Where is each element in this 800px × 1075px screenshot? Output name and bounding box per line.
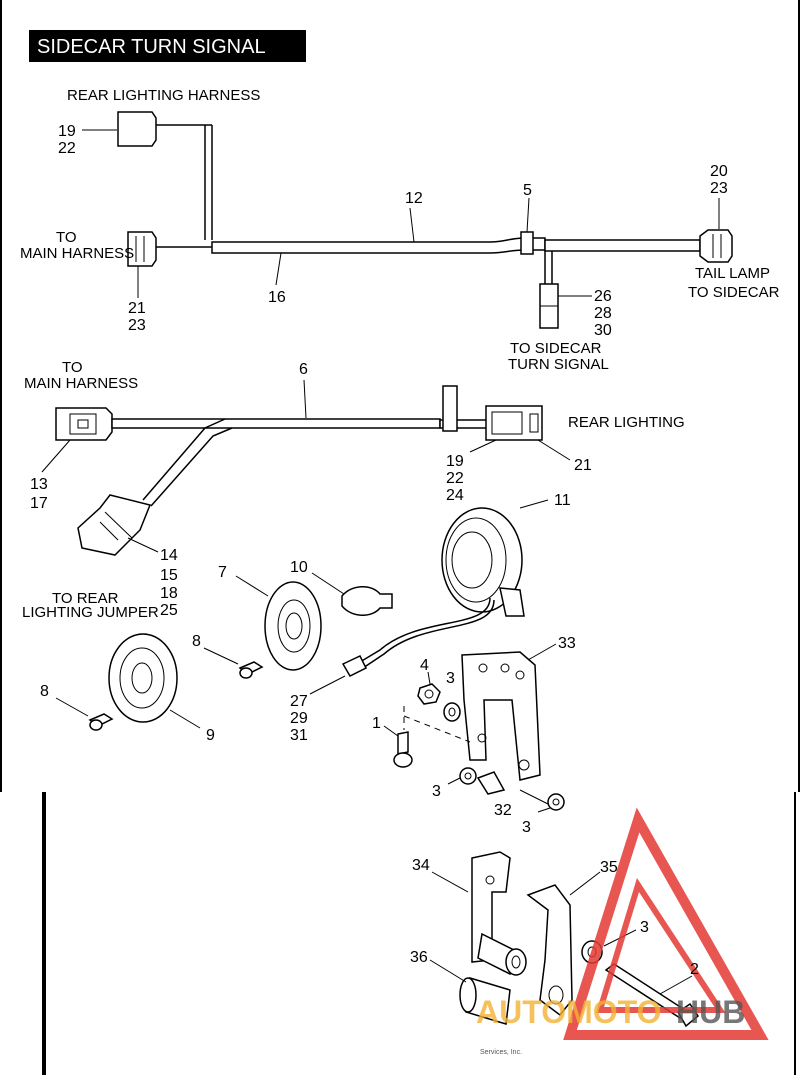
main-harness-connector-13 — [55, 407, 113, 441]
callout-20: 20 — [710, 163, 728, 180]
callout-22b: 22 — [446, 470, 464, 487]
washer-3a — [443, 702, 461, 722]
title-banner: SIDECAR TURN SIGNAL — [29, 30, 306, 62]
callout-24: 24 — [446, 487, 464, 504]
callout-22: 22 — [58, 140, 76, 157]
cable-strap — [442, 385, 458, 432]
callout-26: 26 — [594, 288, 612, 305]
lamp-assembly — [55, 499, 549, 731]
callout-27: 27 — [290, 693, 308, 710]
callout-23: 23 — [710, 180, 728, 197]
main-harness-connector — [127, 231, 157, 267]
nut-4 — [417, 683, 441, 705]
label-to-rear-jumper-a: TO REAR — [52, 590, 119, 607]
callout-3b: 3 — [432, 783, 441, 800]
watermark-text: AUTOMOTO HUB — [476, 994, 745, 1030]
watermark-hub: HUB — [676, 994, 745, 1030]
watermark-logo — [563, 807, 769, 1040]
bracket-35 — [526, 884, 573, 1017]
callout-32: 32 — [494, 802, 512, 819]
rear-jumper-connector-14 — [77, 494, 152, 556]
tail-lamp-connector — [699, 229, 733, 263]
harness-connector-19 — [117, 111, 157, 147]
callout-14: 14 — [160, 547, 178, 564]
callout-17: 17 — [30, 495, 48, 512]
callout-25: 25 — [160, 602, 178, 619]
label-to-sidecar-turn-b: TURN SIGNAL — [508, 356, 609, 373]
callout-29: 29 — [290, 710, 308, 727]
bulb-10 — [341, 586, 393, 616]
label-to-sidecar-turn-a: TO SIDECAR — [510, 340, 602, 357]
callout-8b: 8 — [40, 683, 49, 700]
label-to-main-harness-b: MAIN HARNESS — [20, 245, 134, 262]
label-to-rear-jumper-b: LIGHTING JUMPER — [22, 604, 159, 621]
lamp-connector-27 — [341, 655, 368, 677]
callout-31: 31 — [290, 727, 308, 744]
harness-cable-6 — [111, 418, 441, 429]
bracket-assembly-33 — [383, 643, 565, 813]
washer-3b — [459, 767, 477, 785]
label-rear-lighting-harness: REAR LIGHTING HARNESS — [67, 87, 260, 104]
lens-7 — [264, 581, 322, 671]
callout-19: 19 — [58, 123, 76, 140]
label-tail-lamp-b: TO SIDECAR — [688, 284, 780, 301]
callout-10: 10 — [290, 559, 308, 576]
callout-12: 12 — [405, 190, 423, 207]
callout-34: 34 — [412, 857, 430, 874]
text-labels: REAR LIGHTING HARNESS TO MAIN HARNESS TA… — [20, 87, 780, 621]
callout-7: 7 — [218, 564, 227, 581]
label-tail-lamp-a: TAIL LAMP — [695, 265, 770, 282]
sleeve — [477, 932, 515, 976]
label-rear-lighting: REAR LIGHTING — [568, 414, 685, 431]
callout-13: 13 — [30, 476, 48, 493]
callout-33: 33 — [558, 635, 576, 652]
bracket-33 — [461, 651, 541, 781]
rear-lighting-harness-assembly — [82, 111, 733, 329]
callout-35: 35 — [600, 859, 618, 876]
footer-credit: Services, Inc. — [480, 1049, 522, 1056]
callout-11: 11 — [554, 492, 571, 509]
callout-4: 4 — [420, 657, 429, 674]
callout-30: 30 — [594, 322, 612, 339]
callout-19b: 19 — [446, 453, 464, 470]
label-to-main-harness-2a: TO — [62, 359, 83, 376]
callout-9: 9 — [206, 727, 215, 744]
callout-8a: 8 — [192, 633, 201, 650]
cable-clip-5 — [520, 231, 534, 255]
callout-3c: 3 — [522, 819, 531, 836]
callout-15: 15 — [160, 567, 178, 584]
callout-18: 18 — [160, 585, 178, 602]
callout-21b: 21 — [574, 457, 592, 474]
callout-21: 21 — [128, 300, 146, 317]
callout-1: 1 — [372, 715, 381, 732]
washer-3c — [547, 793, 565, 811]
callout-36: 36 — [410, 949, 428, 966]
spacer-32 — [476, 771, 506, 795]
callout-23b: 23 — [128, 317, 146, 334]
callout-3d: 3 — [640, 919, 649, 936]
label-to-main-harness-2b: MAIN HARNESS — [24, 375, 138, 392]
callout-16: 16 — [268, 289, 286, 306]
callout-2: 2 — [690, 961, 699, 978]
callout-28: 28 — [594, 305, 612, 322]
page-title: SIDECAR TURN SIGNAL — [37, 36, 266, 58]
label-to-main-harness-a: TO — [56, 229, 77, 246]
bolt-1 — [397, 731, 409, 755]
gasket-9 — [108, 633, 178, 723]
watermark-automoto: AUTOMOTO — [476, 994, 661, 1030]
callout-numbers: 19 22 20 23 12 5 16 21 23 26 28 30 6 13 … — [30, 123, 728, 978]
rear-lighting-jumper-assembly — [41, 379, 571, 556]
harness-cable-12 — [211, 237, 546, 254]
callout-6: 6 — [299, 361, 308, 378]
callout-5: 5 — [523, 182, 532, 199]
callout-3a: 3 — [446, 670, 455, 687]
rear-lighting-connector — [485, 405, 543, 441]
